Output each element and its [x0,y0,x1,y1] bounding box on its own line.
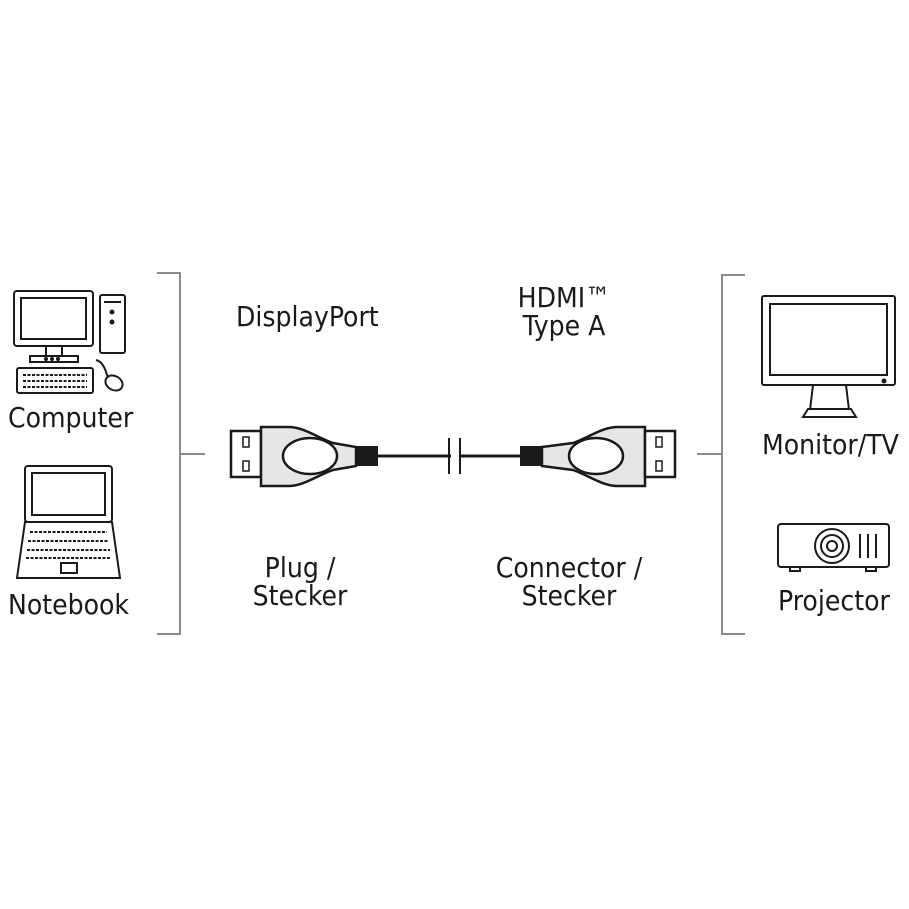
displayport-plug [229,425,378,488]
notebook-icon [15,465,122,579]
right-bracket [697,274,745,635]
projector-icon [777,523,890,572]
connector-stecker-label: Stecker [521,579,617,612]
computer-label: Computer [8,401,134,434]
left-bracket [157,272,205,635]
plug-stecker-label: Stecker [252,579,348,612]
computer-icon [13,290,126,394]
projector-label: Projector [778,584,890,617]
monitor-label: Monitor/TV [762,428,899,461]
cable-break-mark [448,438,461,474]
displayport-label: DisplayPort [236,300,379,333]
monitor-icon [761,295,896,418]
hdmi-connector [520,425,677,488]
plug-label: Plug / [264,551,336,584]
connector-label: Connector / [495,551,643,584]
hdmi-type-label: Type A [522,309,606,342]
hdmi-label: HDMI™ [517,281,611,314]
notebook-label: Notebook [8,588,130,621]
